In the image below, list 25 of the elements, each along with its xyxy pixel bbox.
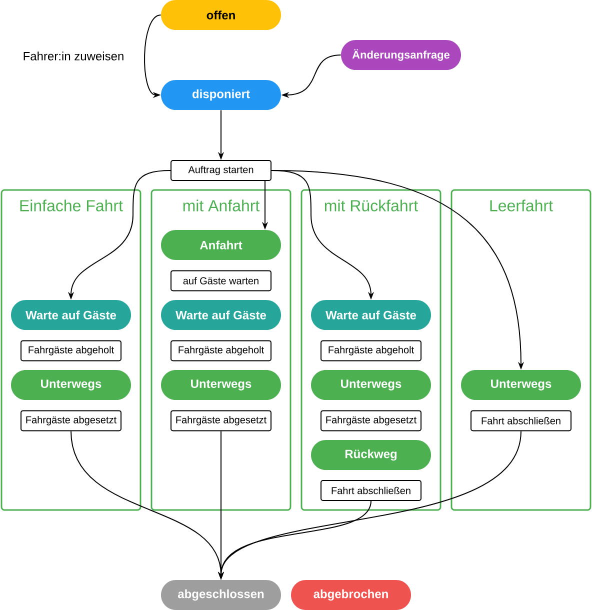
state-pill: Unterwegs [11, 370, 131, 400]
state-pill: Anfahrt [161, 230, 281, 260]
state-pill: Warte auf Gäste [11, 300, 131, 330]
event-box: Auftrag starten [170, 160, 272, 181]
state-pill: offen [161, 0, 281, 30]
state-pill: Rückweg [311, 440, 431, 470]
event-box: Fahrgäste abgeholt [170, 340, 272, 362]
state-pill: Änderungsanfrage [341, 40, 461, 70]
event-box: auf Gäste warten [170, 270, 272, 292]
event-box: Fahrt abschließen [470, 410, 572, 432]
event-box: Fahrgäste abgeholt [20, 340, 122, 362]
state-pill: abgeschlossen [161, 580, 281, 610]
state-pill: Unterwegs [311, 370, 431, 400]
state-pill: Warte auf Gäste [161, 300, 281, 330]
state-pill: Unterwegs [161, 370, 281, 400]
event-box: Fahrt abschließen [320, 480, 422, 501]
event-box: Fahrgäste abgesetzt [20, 410, 122, 432]
edge-label: Fahrer:in zuweisen [22, 50, 126, 62]
state-pill: disponiert [161, 80, 281, 110]
event-box: Fahrgäste abgesetzt [170, 410, 272, 432]
event-box: Fahrgäste abgesetzt [320, 410, 422, 432]
state-pill: Warte auf Gäste [311, 300, 431, 330]
state-pill: abgebrochen [291, 580, 411, 610]
event-box: Fahrgäste abgeholt [320, 340, 422, 362]
state-pill: Unterwegs [461, 370, 581, 400]
